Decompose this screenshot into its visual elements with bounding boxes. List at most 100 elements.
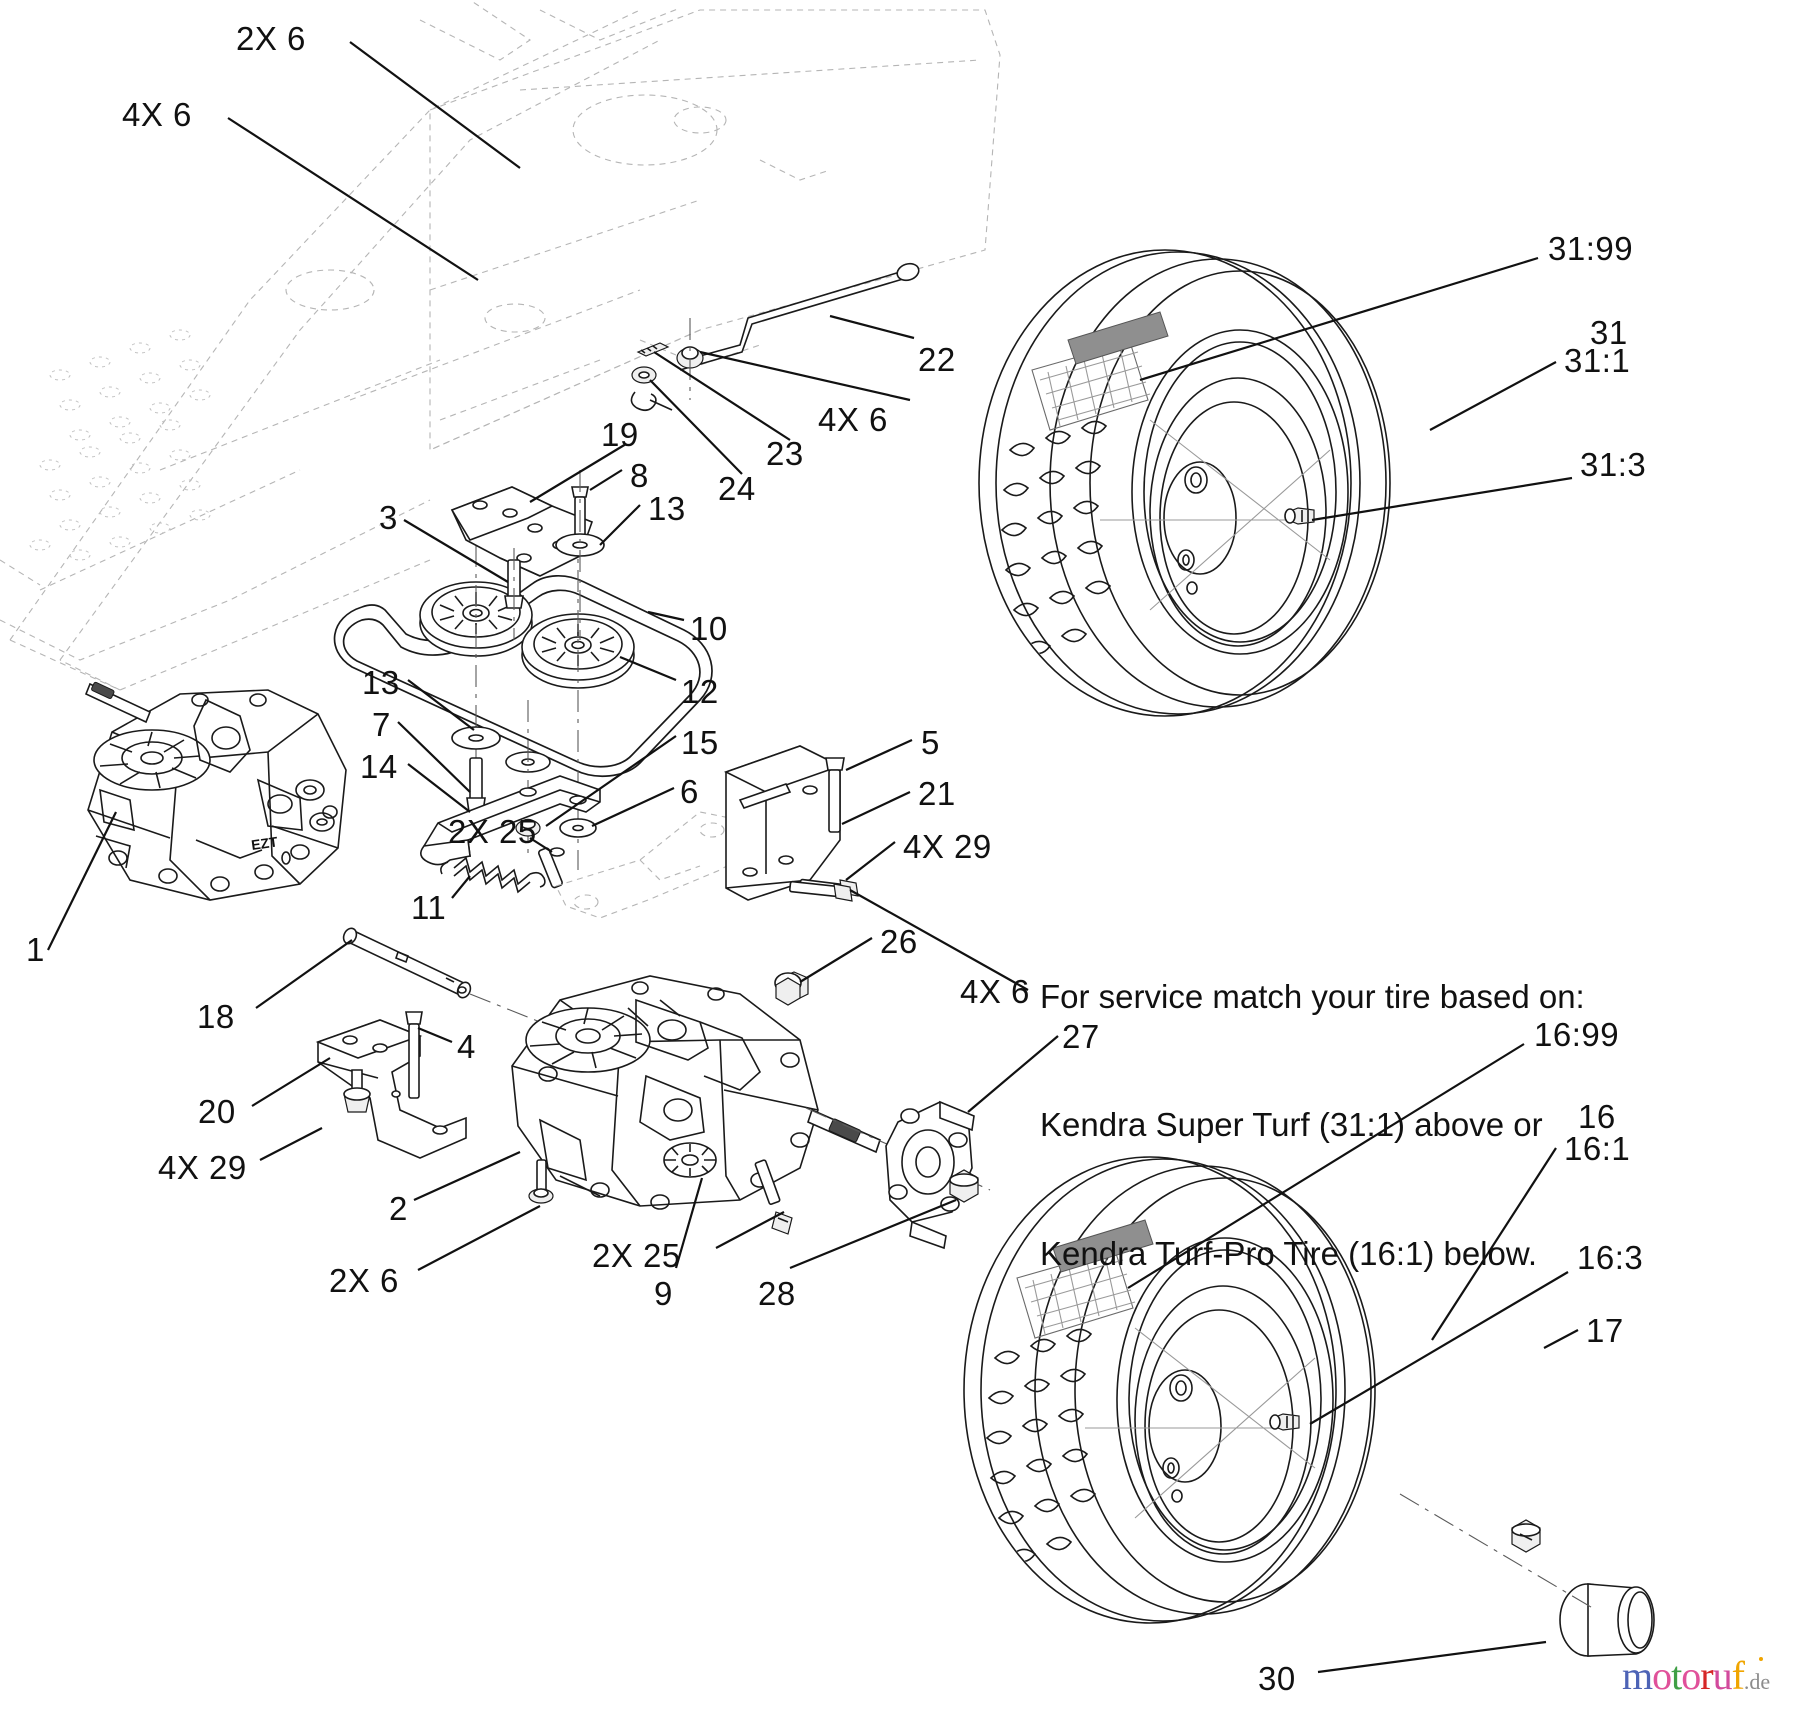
leader-lines [47, 41, 1579, 1674]
callout-1: 1 [26, 931, 45, 968]
callout-4x-6: 4X 6 [122, 96, 192, 133]
watermark-letter: r [1700, 1653, 1713, 1698]
bolt-3 [504, 548, 524, 640]
callout-2x-25: 2X 25 [592, 1237, 681, 1274]
callout-16-99: 16:99 [1534, 1016, 1620, 1053]
callout-31-1: 31:1 [1564, 342, 1631, 379]
callout-4x-29: 4X 29 [158, 1149, 247, 1186]
valve-stem-31-3 [1284, 507, 1315, 525]
callout-31: 31 [1590, 314, 1628, 351]
callout-4x-29: 4X 29 [903, 828, 992, 865]
bolt-2x25-lower [754, 1159, 793, 1235]
transaxle-2 [511, 975, 991, 1210]
callout-20: 20 [198, 1093, 236, 1130]
callout-14: 14 [360, 748, 398, 785]
bolt-2x6-lower [528, 1159, 554, 1204]
callout-12: 12 [681, 673, 719, 710]
bolt-4x29-b [343, 1069, 371, 1113]
callout-2x-25: 2X 25 [448, 813, 537, 850]
valve-stem-16-3 [1269, 1413, 1300, 1431]
rod-18 [342, 927, 561, 1031]
nut-17 [1511, 1519, 1541, 1553]
callout-4: 4 [457, 1028, 476, 1065]
callout-5: 5 [921, 724, 940, 761]
callout-13: 13 [362, 664, 400, 701]
callout-24: 24 [718, 470, 756, 507]
bolt-4x6-lower [789, 880, 853, 902]
callout-11: 11 [411, 889, 447, 926]
callout-19: 19 [601, 416, 639, 453]
callout-2x-6: 2X 6 [236, 20, 306, 57]
pulley-3 [419, 545, 533, 830]
bracket-20 [315, 1019, 467, 1159]
callout-4x-6: 4X 6 [960, 973, 1030, 1010]
transaxle-2-linkage [627, 998, 761, 1141]
bolt-8 [555, 470, 605, 640]
watermark-suffix: .de [1743, 1669, 1771, 1694]
watermark-dot [1759, 1657, 1763, 1661]
callout-17: 17 [1586, 1312, 1624, 1349]
watermark-letter: o [1652, 1653, 1672, 1698]
callout-13: 13 [648, 490, 686, 527]
callout-8: 8 [630, 457, 649, 494]
watermark-letters: motoruf [1622, 1653, 1745, 1698]
tire-assembly-31 [978, 249, 1391, 717]
pulley-12 [521, 530, 635, 870]
idler-arm-14 [420, 775, 601, 866]
service-note-line-1: For service match your tire based on: [1040, 977, 1585, 1015]
bolt-4 [405, 1011, 423, 1099]
transaxle-1: EZT [84, 681, 347, 901]
nut-28 [949, 1169, 979, 1203]
washer-13-lower [451, 726, 501, 750]
callout-10: 10 [690, 610, 728, 647]
watermark-letter: o [1681, 1653, 1701, 1698]
callout-22: 22 [918, 341, 956, 378]
machine-frame-ghost [0, 0, 1001, 691]
nut-26 [774, 971, 809, 1006]
rod-22 [677, 262, 920, 371]
callout-6: 6 [680, 773, 699, 810]
watermark-letter: m [1622, 1653, 1653, 1698]
rod-2x25-upper [537, 847, 565, 889]
transaxle-marking: EZT [250, 833, 279, 853]
callout-31-3: 31:3 [1580, 446, 1647, 483]
hub-cap-30 [1399, 1493, 1655, 1657]
bracket-21 [723, 745, 843, 901]
spring-11 [440, 856, 546, 894]
bolt-7 [466, 757, 486, 813]
callout-23: 23 [766, 435, 804, 472]
watermark-letter: u [1712, 1653, 1733, 1698]
drive-belt-10 [333, 575, 713, 777]
watermark-letter: t [1671, 1653, 1682, 1698]
callout-2: 2 [389, 1190, 408, 1227]
callout-28: 28 [758, 1275, 796, 1312]
service-note-line-3: Kendra Turf-Pro Tire (16:1) below. [1040, 1235, 1538, 1273]
callout-26: 26 [880, 923, 918, 960]
callout-9: 9 [654, 1275, 673, 1312]
service-note: For service match your tire based on: Ke… [1040, 890, 1585, 1362]
callout-21: 21 [918, 775, 956, 812]
callout-16-3: 16:3 [1577, 1239, 1644, 1276]
callout-15: 15 [681, 724, 719, 761]
nut-on-rod [676, 318, 704, 400]
watermark-letter: f [1731, 1653, 1745, 1698]
callout-27: 27 [1062, 1018, 1100, 1055]
callout-4x-6: 4X 6 [818, 401, 888, 438]
nut-15 [515, 818, 541, 837]
bolt-5 [825, 757, 845, 833]
callout-7: 7 [372, 706, 391, 743]
motoruf-watermark: motoruf.de [1622, 1656, 1770, 1696]
washer-6 [559, 818, 597, 838]
service-note-line-2: Kendra Super Turf (31:1) above or [1040, 1106, 1543, 1144]
linkage-ghost [555, 811, 761, 919]
callout-18: 18 [197, 998, 235, 1035]
callout-30: 30 [1258, 1660, 1296, 1697]
bracket-19 [450, 486, 594, 577]
callout-31-99: 31:99 [1548, 230, 1634, 267]
tire-assembly-16 [963, 1156, 1376, 1624]
callout-16: 16 [1578, 1098, 1616, 1135]
small-clip-parts [630, 342, 673, 412]
callout-2x-6: 2X 6 [329, 1262, 399, 1299]
